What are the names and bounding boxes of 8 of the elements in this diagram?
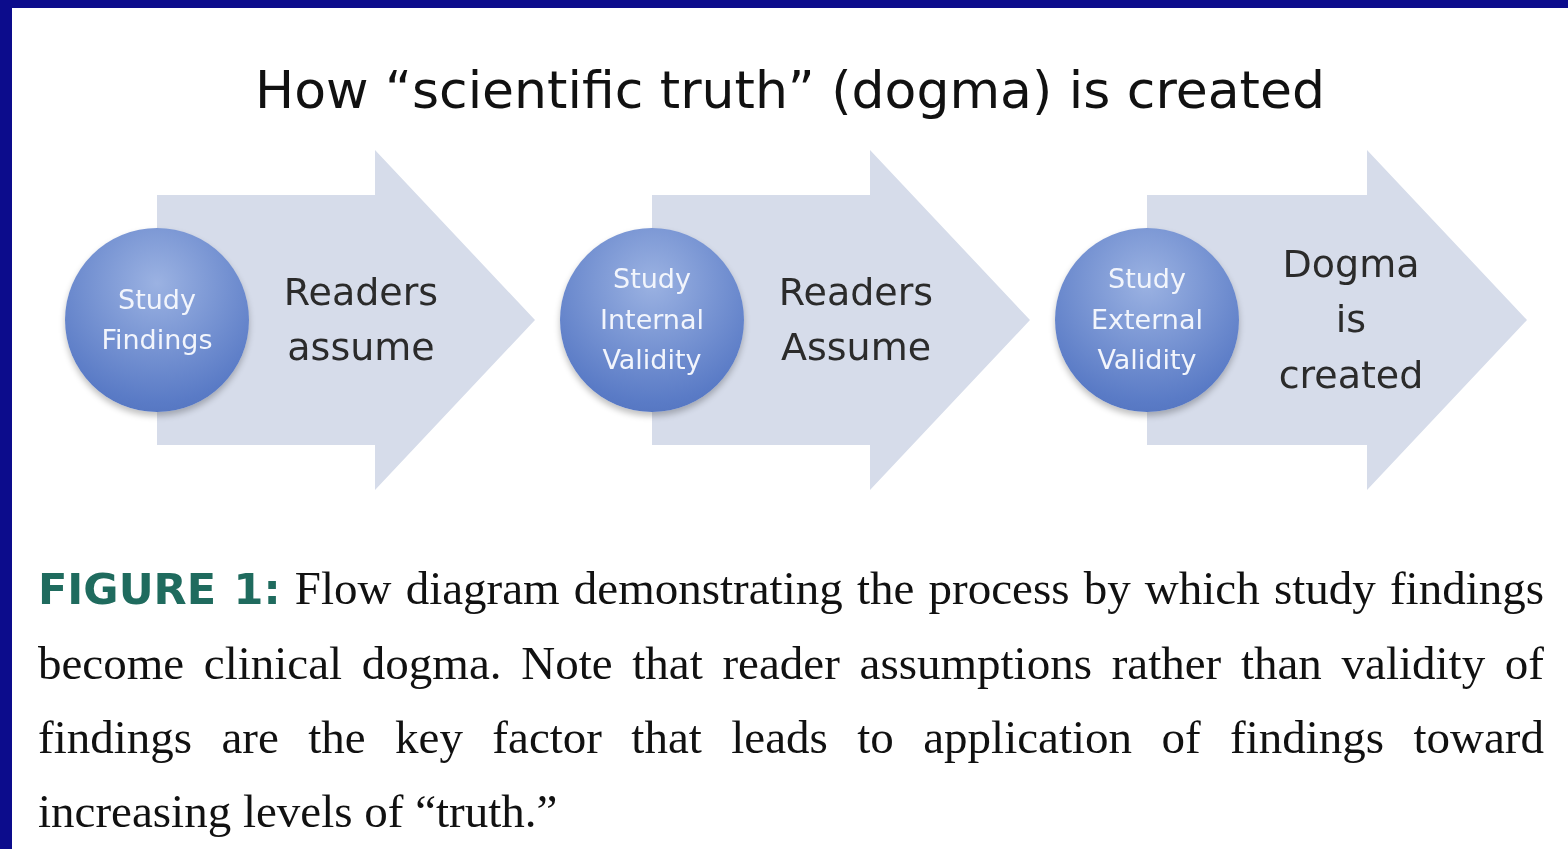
circle-label: Study External Validity [1091,263,1203,376]
title: How “scientific truth” (dogma) is created [254,60,1326,120]
caption: FIGURE 1: Flow diagram demonstrating the process by which study findings become clinical dogma. Note that reader assumptions rather than validity of findings are the key factor that leads to application of findings toward increasing levels of “truth.” [38,561,1544,839]
edge-label: Dogma is created [1277,241,1425,399]
circle-label: Study Findings [101,283,213,355]
edge-label: Readers assume [282,268,440,371]
edge-label: Readers Assume [777,268,935,371]
circle-label: Study Internal Validity [599,263,705,376]
